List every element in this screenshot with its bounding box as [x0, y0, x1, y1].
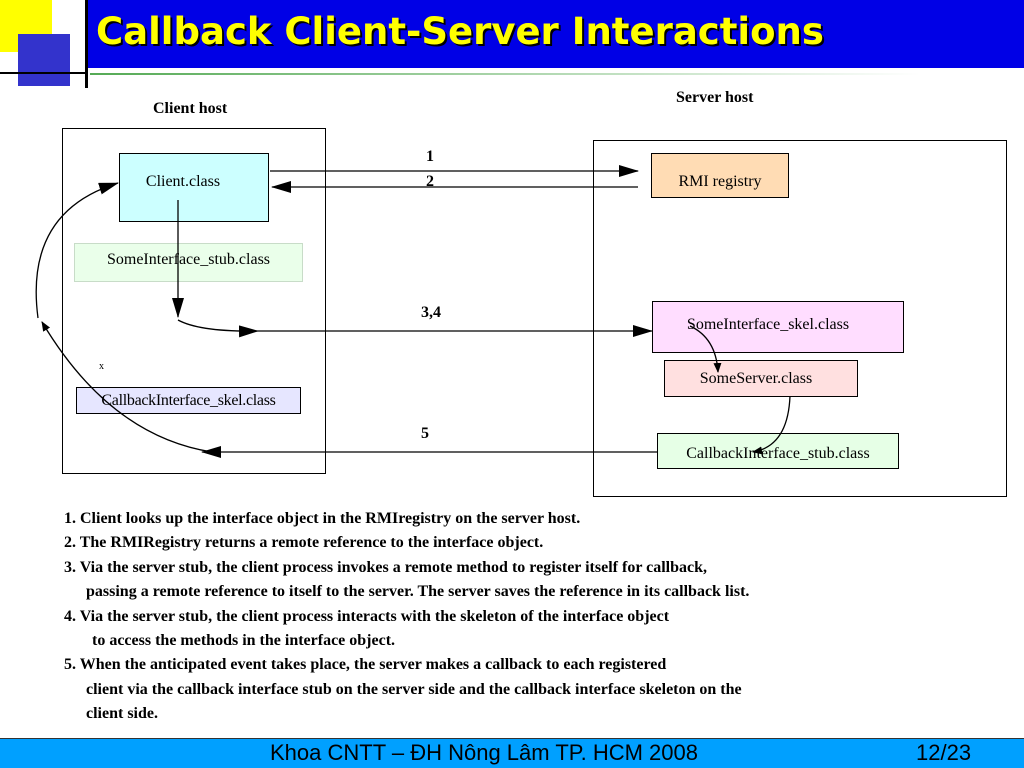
client-class-box: Client.class: [119, 153, 269, 222]
note-line: 2. The RMIRegistry returns a remote refe…: [64, 534, 544, 552]
note-line: 1. Client looks up the interface object …: [64, 510, 581, 527]
some-interface-skel-label: SomeInterface_skel.class: [686, 316, 850, 333]
arrow-callback-curve: [41, 321, 213, 453]
arrow-stub-curve: [177, 319, 259, 338]
some-server-label: SomeServer.class: [699, 369, 813, 387]
footer-text: Khoa CNTT – ĐH Nông Lâm TP. HCM 2008: [270, 740, 698, 765]
decor-blue-square: [18, 34, 70, 86]
decor-vertical-line: [85, 0, 88, 88]
rmi-registry-box: RMI registry: [651, 153, 789, 198]
slide-title: Callback Client-Server Interactions: [96, 10, 824, 53]
server-host-box: [593, 140, 1007, 497]
some-interface-stub-box: SomeInterface_stub.class: [74, 243, 303, 282]
note-line: 3. Via the server stub, the client proce…: [64, 558, 708, 576]
callback-interface-skel-label: CallbackInterface_skel.class: [101, 391, 276, 409]
callback-interface-skel-box: CallbackInterface_skel.class: [76, 387, 301, 414]
arrow-to-client-class: [35, 182, 119, 319]
decor-horizontal-line: [0, 72, 88, 74]
server-host-label: Server host: [676, 89, 754, 106]
marker-x: x: [99, 361, 104, 372]
some-interface-skel-box: SomeInterface_skel.class: [652, 301, 904, 353]
client-host-label: Client host: [153, 100, 228, 117]
step-2-label: 2: [426, 173, 434, 190]
note-line: client via the callback interface stub o…: [86, 680, 742, 698]
note-line: passing a remote reference to itself to …: [86, 583, 750, 601]
step-34-label: 3,4: [421, 304, 441, 321]
some-interface-stub-label: SomeInterface_stub.class: [106, 250, 271, 268]
step-1-label: 1: [426, 148, 434, 165]
note-line: to access the methods in the interface o…: [92, 632, 396, 650]
callback-interface-stub-label: CallbackInterface_stub.class: [686, 445, 870, 462]
title-bar: [88, 0, 1024, 68]
arrow-skel-to-server: [689, 325, 722, 373]
note-line: 5. When the anticipated event takes plac…: [64, 656, 667, 674]
notes-list: 1. Client looks up the interface object …: [64, 507, 1004, 727]
page-number: 12/23: [916, 740, 972, 765]
note-line: client side.: [86, 705, 158, 723]
callback-interface-stub-box: CallbackInterface_stub.class: [657, 433, 899, 469]
arrow-server-to-callback-stub: [752, 395, 791, 455]
footer-bar: [0, 738, 1024, 768]
client-host-box: [62, 128, 326, 474]
client-class-label: Client.class: [145, 173, 221, 190]
rmi-registry-label: RMI registry: [678, 172, 762, 190]
step-5-label: 5: [421, 425, 429, 442]
note-line: 4. Via the server stub, the client proce…: [64, 607, 670, 625]
decor-gradient-line: [90, 73, 920, 75]
some-server-box: SomeServer.class: [664, 360, 858, 397]
